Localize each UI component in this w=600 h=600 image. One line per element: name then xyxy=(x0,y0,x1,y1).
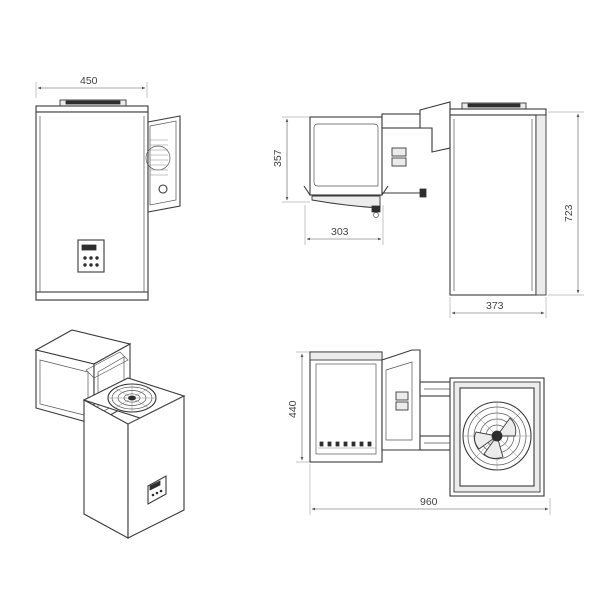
iso-cabinet xyxy=(82,377,186,539)
dimension-440: 440 xyxy=(287,351,310,463)
dimension-303: 303 xyxy=(304,205,384,245)
dimension-label-450: 450 xyxy=(80,75,98,87)
plan-view: 440 xyxy=(287,349,551,515)
dimension-label-373: 373 xyxy=(486,300,504,312)
condensing-unit xyxy=(449,102,547,296)
dimension-373: 373 xyxy=(449,297,547,318)
fan-icon xyxy=(462,401,532,471)
side-condenser xyxy=(145,115,181,213)
isometric-view xyxy=(34,329,186,539)
control-panel xyxy=(77,239,105,273)
evaporator-box xyxy=(303,116,389,218)
dimension-723: 723 xyxy=(548,111,584,296)
dimension-label-357: 357 xyxy=(272,149,284,167)
dimension-label-723: 723 xyxy=(563,204,575,222)
dimension-450: 450 xyxy=(35,75,148,98)
dimension-960: 960 xyxy=(309,464,551,515)
dimension-label-440: 440 xyxy=(287,400,299,418)
dimension-label-960: 960 xyxy=(420,496,438,508)
plan-condenser xyxy=(449,377,545,497)
mount-bracket xyxy=(381,101,451,198)
front-view: 450 xyxy=(35,75,181,301)
dimension-label-303: 303 xyxy=(331,226,349,238)
dimension-357: 357 xyxy=(272,116,310,203)
plan-evaporator xyxy=(309,351,383,463)
plan-bracket xyxy=(381,349,455,451)
side-view: 357 303 xyxy=(272,101,584,318)
